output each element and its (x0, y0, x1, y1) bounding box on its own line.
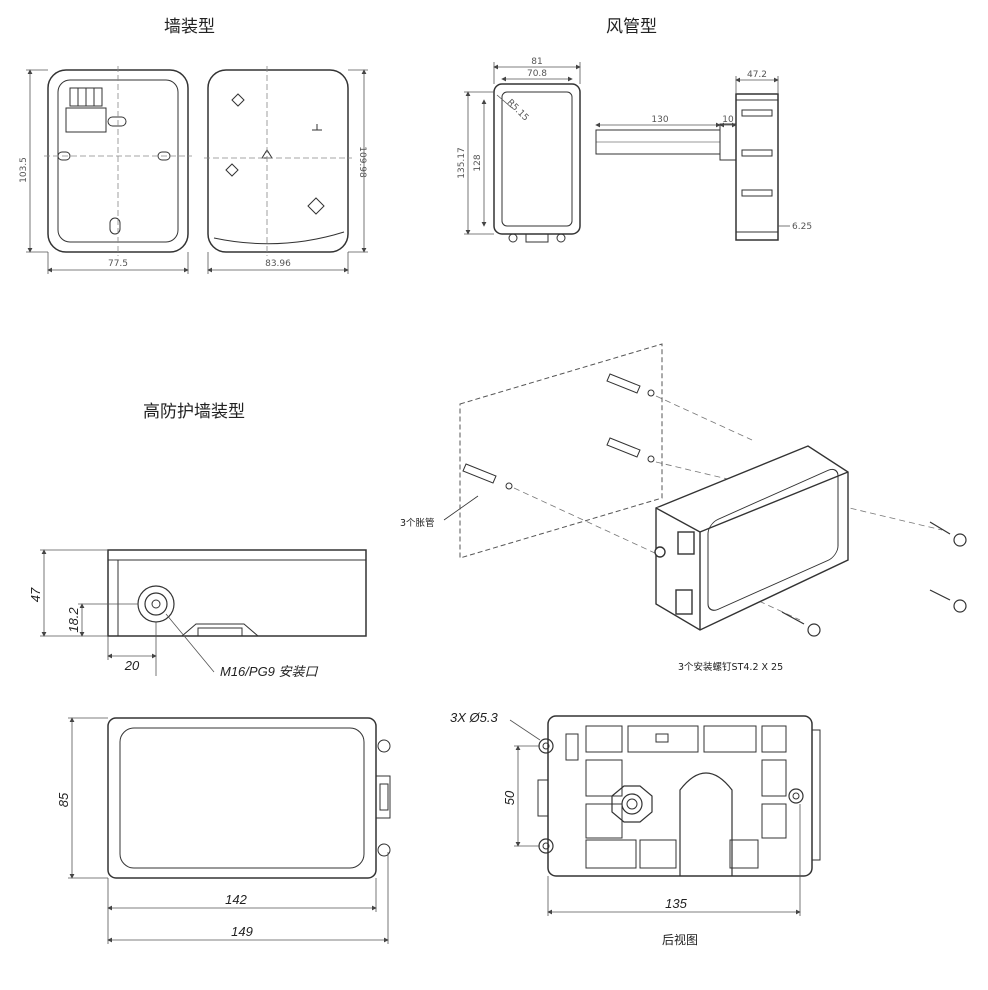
duct-probe-length-dim: 130 (651, 115, 668, 125)
wall-mount-title: 墙装型 (164, 17, 215, 37)
wall-mount-front-view (204, 66, 352, 256)
side-port-offset-dim: 20 (124, 658, 140, 673)
rear-hole-spacing-dim: 50 (502, 790, 517, 805)
duct-width-outer-dim: 81 (531, 57, 542, 67)
enclosure-isometric (654, 445, 849, 631)
wall-plane (459, 343, 663, 559)
duct-side-view (595, 93, 779, 241)
rear-view-title: 后视图 (662, 932, 698, 947)
front-outer-width-dim: 149 (231, 924, 253, 939)
front-inner-width-dim: 142 (225, 892, 247, 907)
wall-height-left-dim: 103.5 (19, 157, 29, 183)
rear-hole-label: 3X Ø5.3 (450, 710, 498, 725)
duct-radius-dim: R5.15 (505, 98, 531, 124)
rear-width-dim: 135 (665, 896, 687, 911)
anchors-label: 3个胀管 (400, 517, 435, 529)
high-protection-wall-title: 高防护墙装型 (143, 402, 245, 422)
side-view-enclosure (107, 549, 367, 637)
wall-mount-back-view (44, 66, 192, 256)
duct-thickness-dim: 6.25 (792, 222, 812, 232)
wall-height-right-dim: 109.98 (357, 146, 367, 178)
port-label: M16/PG9 安装口 (220, 664, 319, 679)
duct-height-inner-dim: 128 (473, 154, 483, 171)
duct-front-view (493, 83, 581, 243)
duct-width-inner-dim: 70.8 (527, 69, 547, 79)
duct-title: 风管型 (606, 17, 657, 37)
duct-probe-flange-dim: 10 (722, 115, 734, 125)
duct-height-outer-dim: 135.17 (457, 147, 467, 179)
side-height-dim: 47 (28, 587, 43, 602)
duct-depth-dim: 47.2 (747, 70, 767, 80)
mounting-screws (781, 521, 967, 637)
rear-view-enclosure (537, 715, 821, 877)
wall-width-left-dim: 77.5 (108, 259, 128, 269)
side-port-height-dim: 18.2 (66, 607, 81, 633)
front-view-enclosure (107, 717, 391, 879)
front-height-dim: 85 (56, 792, 71, 807)
wall-anchors (462, 373, 655, 490)
screws-label: 3个安装螺钉ST4.2 X 25 (678, 661, 783, 673)
wall-width-right-dim: 83.96 (265, 259, 291, 269)
